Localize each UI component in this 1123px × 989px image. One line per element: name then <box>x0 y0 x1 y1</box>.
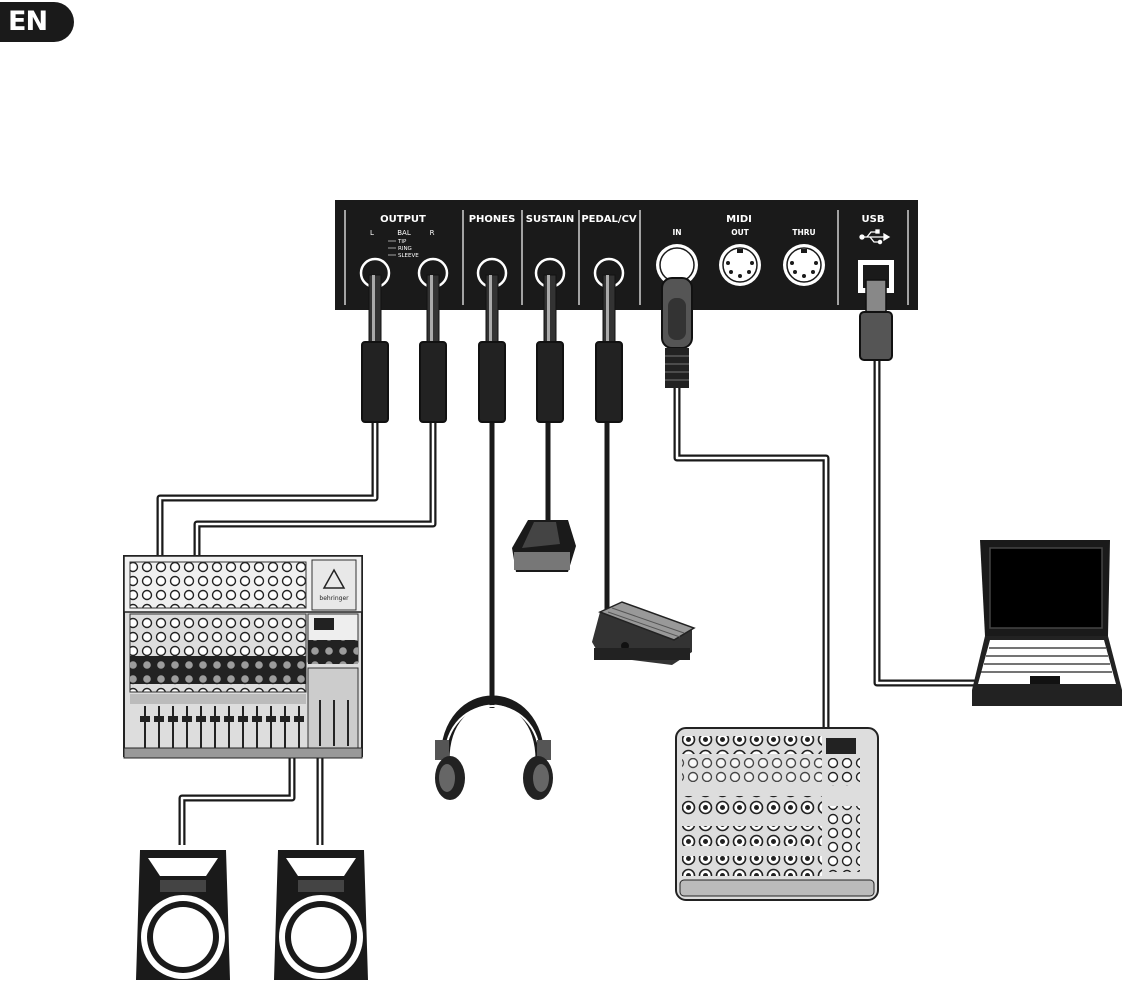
mixer: behringer <box>123 555 363 759</box>
usb-symbol-icon <box>859 229 891 245</box>
behringer-logo-icon: behringer <box>319 568 349 602</box>
midi-plug <box>661 277 693 388</box>
tip-label: TIP <box>397 239 407 245</box>
rear-panel: OUTPUT L BAL R TIP RING SLEEVE PHONES SU… <box>335 200 918 310</box>
laptop <box>972 540 1122 706</box>
speaker-left <box>136 850 230 980</box>
headphones <box>435 695 553 800</box>
mixer-brand: behringer <box>319 595 349 602</box>
bal-label: BAL <box>397 229 411 237</box>
output-label: OUTPUT <box>380 214 426 225</box>
left-label: L <box>370 229 374 237</box>
ring-label: RING <box>398 246 412 252</box>
sustain-label: SUSTAIN <box>526 214 574 225</box>
sleeve-label: SLEEVE <box>398 253 419 259</box>
usb-label: USB <box>862 214 885 225</box>
usb-plug <box>859 279 893 361</box>
right-label: R <box>430 229 435 237</box>
midi-sockets <box>656 244 825 286</box>
cable-output-right <box>193 420 437 560</box>
cable-midi <box>673 385 830 730</box>
sustain-pedal <box>512 520 576 572</box>
midi-thru-label: THRU <box>792 228 815 237</box>
midi-in-label: IN <box>672 228 681 237</box>
jack-plugs <box>361 274 893 423</box>
language-badge: EN <box>0 2 74 42</box>
midi-out-label: OUT <box>731 228 749 237</box>
jack-sockets <box>359 257 625 289</box>
midi-controller <box>675 727 879 901</box>
phones-label: PHONES <box>469 214 516 225</box>
speaker-right <box>274 850 368 980</box>
cables <box>156 358 975 845</box>
cable-usb <box>873 358 975 687</box>
pedal-cv-label: PEDAL/CV <box>581 214 637 225</box>
midi-label: MIDI <box>726 214 752 225</box>
cable-output-left <box>156 420 379 560</box>
expression-pedal <box>592 601 696 665</box>
